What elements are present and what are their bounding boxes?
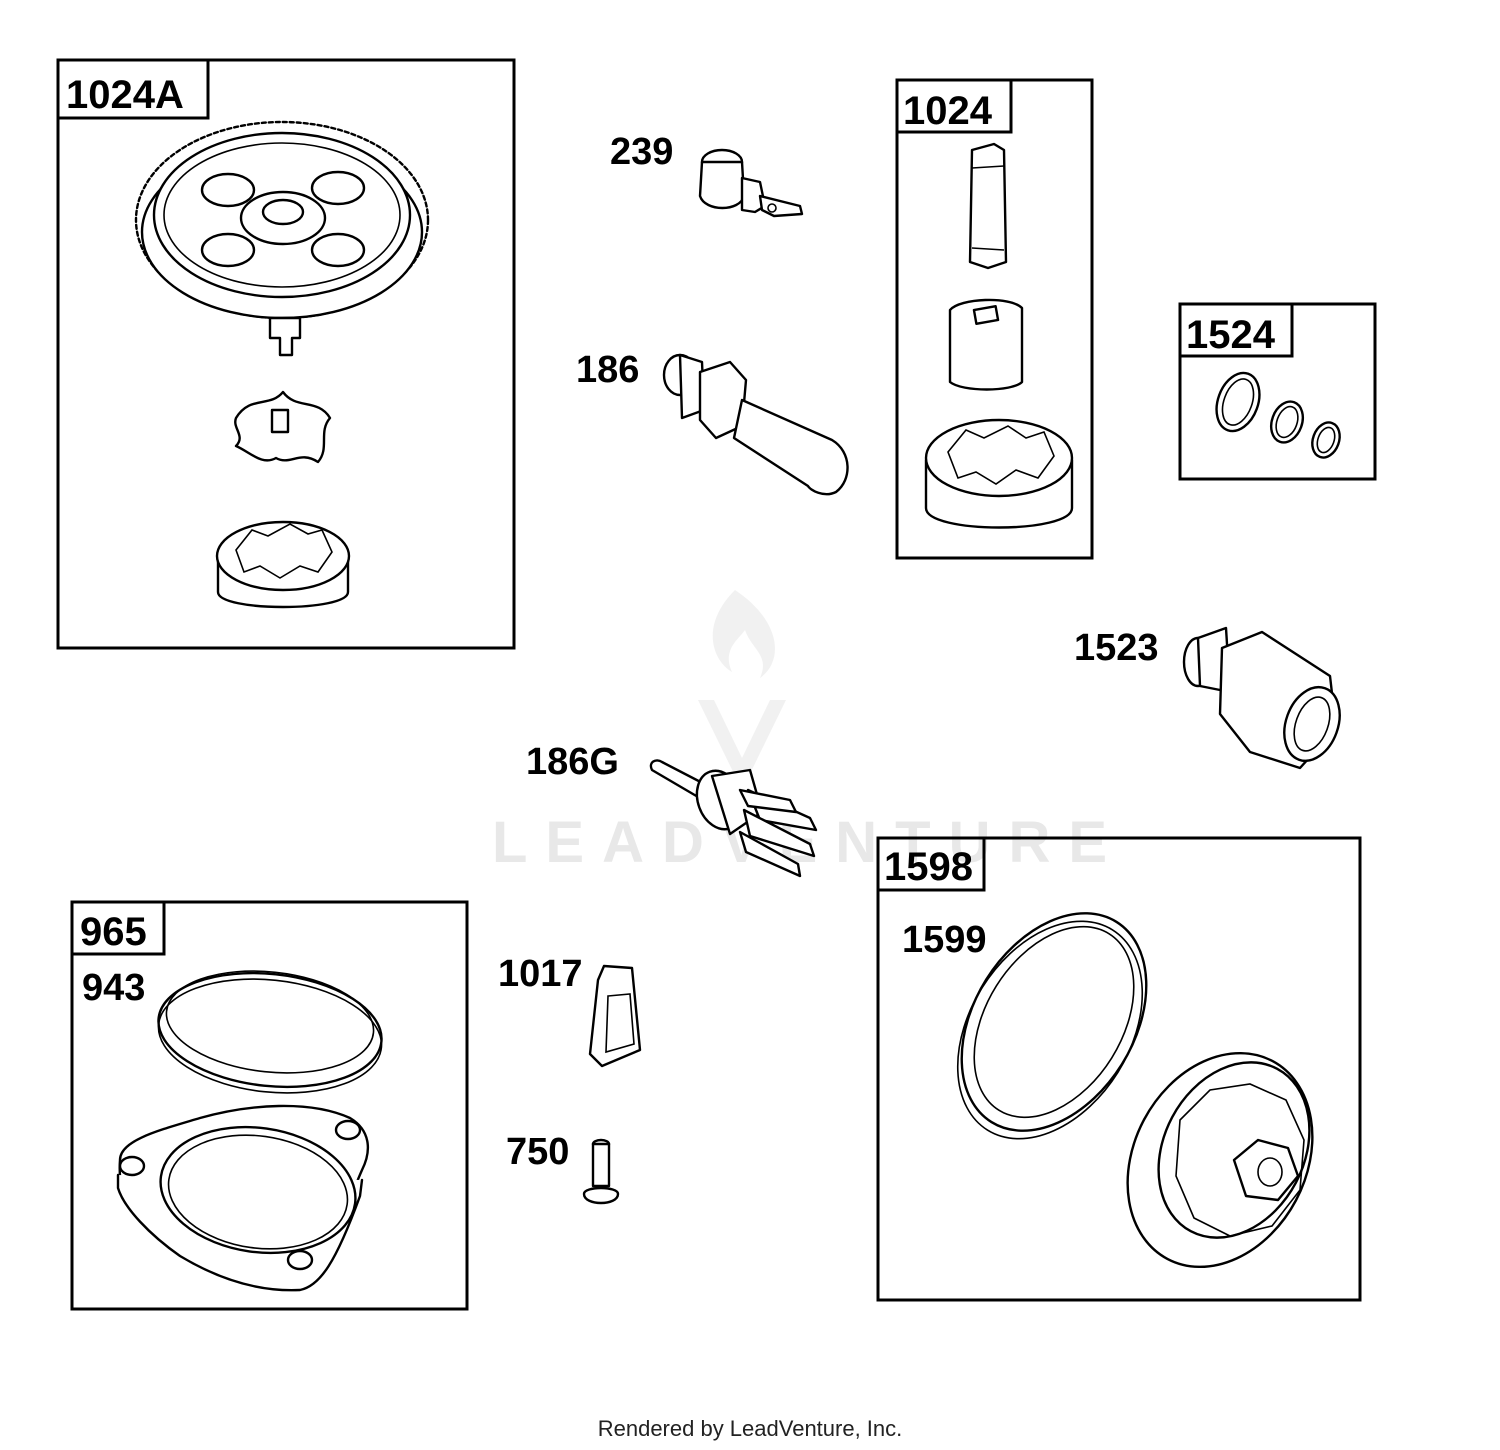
part-186-label: 186 [576,349,639,391]
outer-rotor-1024-drawing [924,418,1074,529]
part-1017-group[interactable]: 1017 [498,953,642,1068]
outer-rotor-drawing [215,520,351,609]
part-750-group[interactable]: 750 [506,1131,620,1205]
kit-1598-label-frame [876,836,986,892]
kit-1024a-label-frame [56,58,210,120]
part-239-group[interactable]: 239 [610,131,804,218]
sender-186-drawing [662,353,849,496]
inner-rotor-1024-drawing [948,298,1024,391]
kit-1524-group[interactable]: 1524 [1178,302,1377,481]
kit-1024-label: 1024 [903,89,993,133]
part-1523-label: 1523 [1074,627,1159,669]
part-1017-label: 1017 [498,953,583,995]
ring-1599-drawing [956,912,1148,1140]
seal-ring-943-drawing [157,970,383,1094]
kit-1024a-group[interactable]: 1024A [56,58,516,650]
kit-1598-frame [876,836,1362,1302]
kit-1024-group[interactable]: 1024 [895,78,1094,560]
kit-965-group[interactable]: 965 943 [70,900,469,1311]
screen-1017-drawing [588,964,642,1068]
kit-965-frame [70,900,469,1311]
kit-1524-label-frame [1178,302,1294,358]
gear-drawing [134,120,430,357]
oil-filter-cap-drawing [1126,1051,1314,1269]
shaft-drawing [968,142,1008,270]
watermark-logo [698,590,786,790]
o-rings-drawing [1215,371,1341,459]
part-1523-group[interactable]: 1523 [1074,626,1349,770]
gasket-plate-drawing [116,1104,369,1292]
sensor-239-drawing [698,148,804,218]
inner-rotor-drawing [234,390,332,464]
kit-1024a-frame [56,58,516,650]
part-186g-group[interactable]: 186G [526,741,818,878]
part-943-label: 943 [82,967,145,1009]
kit-1024a-label: 1024A [66,73,184,117]
kit-1598-label: 1598 [884,845,973,889]
part-186g-label: 186G [526,741,619,783]
part-1599-label: 1599 [902,919,987,961]
screw-750-drawing [582,1138,620,1205]
part-239-label: 239 [610,131,673,173]
sender-186g-drawing [649,759,818,878]
footer-credit: Rendered by LeadVenture, Inc. [597,1416,903,1441]
kit-965-label-frame [70,900,166,956]
kit-1524-label: 1524 [1186,313,1276,357]
adapter-1523-drawing [1182,626,1341,770]
kit-1024-label-frame [895,78,1013,134]
kit-1598-group[interactable]: 1598 1599 [876,836,1362,1302]
part-750-label: 750 [506,1131,569,1173]
kit-965-label: 965 [80,910,147,954]
part-186-group[interactable]: 186 [576,349,849,496]
